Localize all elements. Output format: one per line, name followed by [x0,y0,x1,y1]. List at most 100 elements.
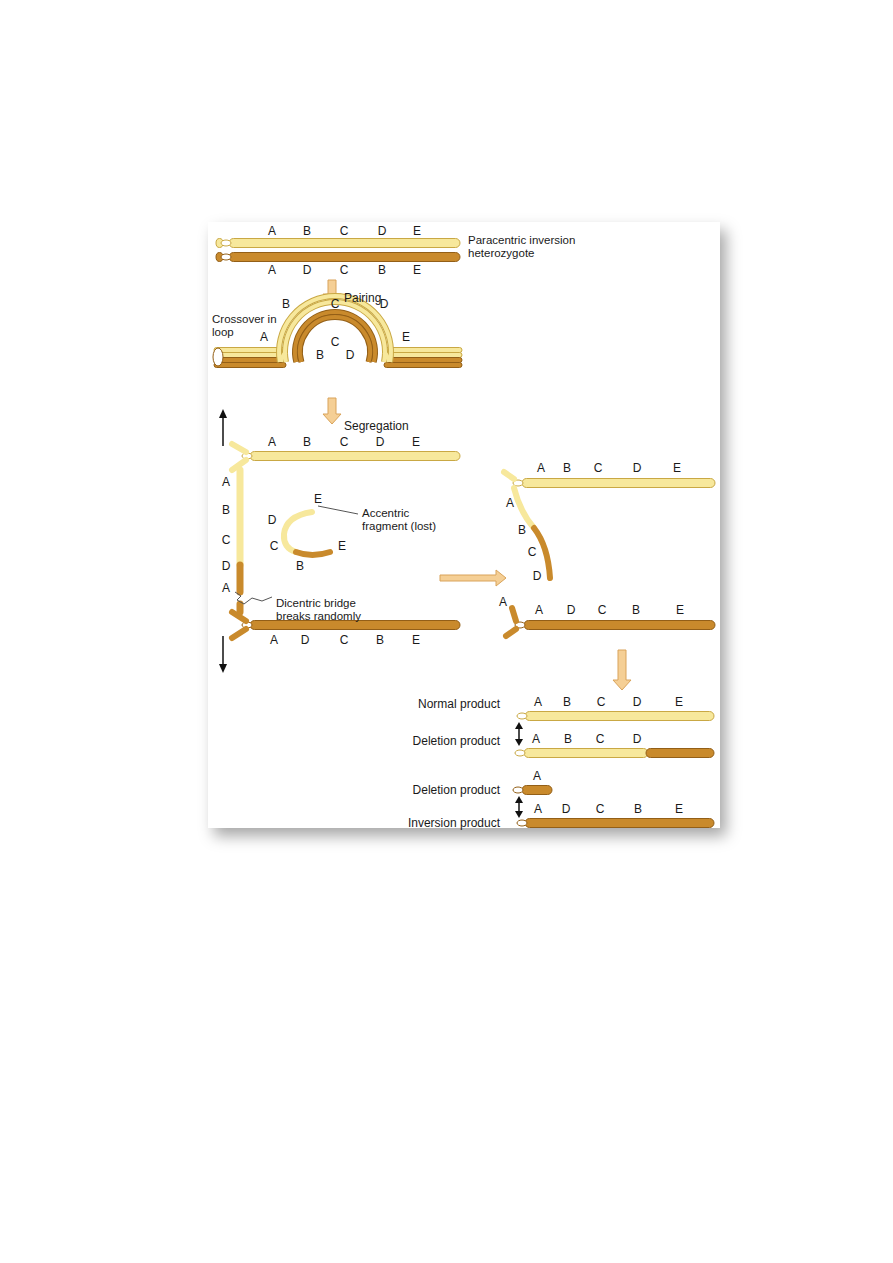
gene-letter: A [222,582,230,595]
gene-letter: E [412,436,420,449]
chromatid-bar [524,621,715,630]
chromatid-bar [524,749,648,758]
loop-strand [281,352,286,362]
chromatid-strand [237,470,244,565]
gene-letter: A [537,462,545,475]
gene-letter: B [303,436,311,449]
gene-letter: C [340,264,349,277]
chromatid-bar [525,819,714,828]
chromatid-strand [506,629,516,636]
gene-letter: E [676,604,684,617]
chromatid-bar [214,353,286,358]
loop-strand [300,317,370,362]
centromere [517,820,527,826]
gene-letter: B [378,264,386,277]
chromatid-strand [504,472,514,479]
gene-letter: C [596,733,605,746]
note-label: Paracentric inversion heterozygote [468,234,598,260]
gene-letter: C [331,336,340,349]
process-arrow [440,570,506,586]
gene-letter: A [260,331,268,344]
arrow-head [515,811,523,818]
gene-letter: A [534,803,542,816]
gene-letter: E [673,462,681,475]
gene-letter: D [378,225,387,238]
note-label: Segregation [344,420,409,433]
gene-letter: E [412,634,420,647]
gene-letter: B [303,225,311,238]
gene-letter: C [598,604,607,617]
gene-letter: A [532,733,540,746]
centromere [221,254,231,260]
gene-letter: D [346,349,355,362]
pole-arrow [222,636,224,668]
chromatid-strand [284,512,312,552]
gene-letter: E [413,225,421,238]
loop-strand [279,296,391,362]
process-arrow [613,650,631,690]
gene-letter: B [563,462,571,475]
pole-arrow [222,414,224,446]
chromatid-bar [229,253,460,262]
chromatid-bar [229,239,460,248]
loop-strand [285,302,385,362]
centromere [517,713,527,719]
note-label: Accentric fragment (lost) [362,507,452,533]
gene-letter: B [222,504,230,517]
chromatid-strand [232,444,246,452]
gene-letter: E [314,493,322,506]
chromatid-bar [525,712,714,721]
chromatid-bar [384,353,462,358]
centromere [221,240,231,246]
arrow-head [219,409,227,418]
gene-letter: D [301,634,310,647]
chromatid-bar [214,358,286,363]
gene-letter: A [499,596,507,609]
gene-letter: D [633,462,642,475]
gene-letter: B [518,524,526,537]
gene-letter: B [563,696,571,709]
gene-letter: B [296,560,304,573]
gene-letter: C [594,462,603,475]
gene-letter: B [632,604,640,617]
chromatid-bar [214,348,286,353]
note-label: Deletion product [413,735,500,748]
gene-letter: E [402,331,410,344]
arrow-head [219,664,227,673]
gene-letter: C [528,546,537,559]
note-label: Crossover in loop [212,313,282,339]
gene-letter: B [634,803,642,816]
chromatid-strand [512,608,516,621]
gene-letter: A [222,476,230,489]
gene-letter: C [597,696,606,709]
note-label: Dicentric bridge breaks randomly [276,597,386,623]
note-label: Deletion product [413,784,500,797]
centromere [513,787,523,793]
gene-letter: A [268,436,276,449]
gene-letter: E [675,696,683,709]
gene-letter: E [338,540,346,553]
loop-strand [300,317,370,362]
gene-letter: D [633,733,642,746]
chromatid-bar [250,452,460,461]
chromatid-strand [514,488,534,528]
arrow-head [515,722,523,729]
gene-letter: E [413,264,421,277]
chromatid-strand [237,604,244,612]
gene-letter: C [340,634,349,647]
chromatid-bar [384,348,462,353]
note-label: Inversion product [408,817,500,830]
loop-strand [279,296,391,362]
gene-letter: D [533,570,542,583]
chromatid-bar [384,358,462,363]
gene-letter: D [268,514,277,527]
gene-letter: D [303,264,312,277]
chromatid-strand [296,552,330,555]
gene-letter: B [564,733,572,746]
gene-letter: C [340,436,349,449]
process-arrow [323,398,341,424]
chromatid-bar [646,749,714,758]
gene-letter: A [506,497,514,510]
